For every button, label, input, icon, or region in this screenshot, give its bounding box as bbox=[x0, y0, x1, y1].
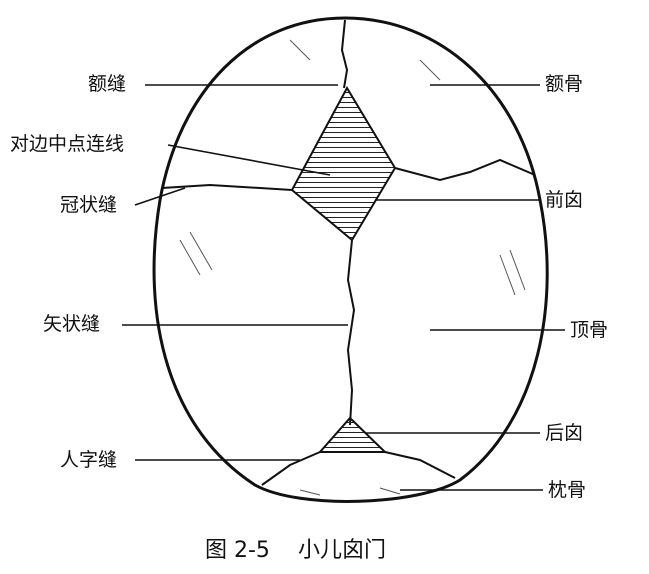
label-frontal-bone: 额骨 bbox=[545, 73, 584, 95]
label-coronal-suture: 冠状缝 bbox=[60, 194, 118, 216]
lambdoid-suture-line bbox=[261, 451, 456, 486]
label-occipital-bone: 枕骨 bbox=[548, 479, 587, 501]
coronal-suture-line bbox=[161, 158, 536, 191]
label-frontal-suture: 额缝 bbox=[88, 73, 127, 95]
sagittal-suture-line bbox=[346, 239, 356, 426]
label-sagittal-suture: 矢状缝 bbox=[43, 313, 101, 335]
label-posterior-fontanelle: 后囟 bbox=[545, 422, 584, 444]
label-anterior-fontanelle: 前囟 bbox=[545, 189, 584, 211]
label-lambdoid-suture: 人字缝 bbox=[60, 449, 118, 471]
figure-number: 图 2-5 bbox=[205, 538, 270, 563]
posterior-fontanelle-shape bbox=[317, 416, 388, 453]
leader-lines bbox=[122, 84, 565, 491]
frontal-suture-line bbox=[340, 19, 349, 89]
label-parietal-bone: 顶骨 bbox=[570, 319, 609, 341]
figure-caption: 图 2-5 小儿囟门 bbox=[205, 532, 414, 564]
figure-title: 小儿囟门 bbox=[297, 538, 386, 563]
label-midpoint-line: 对边中点连线 bbox=[10, 133, 125, 155]
